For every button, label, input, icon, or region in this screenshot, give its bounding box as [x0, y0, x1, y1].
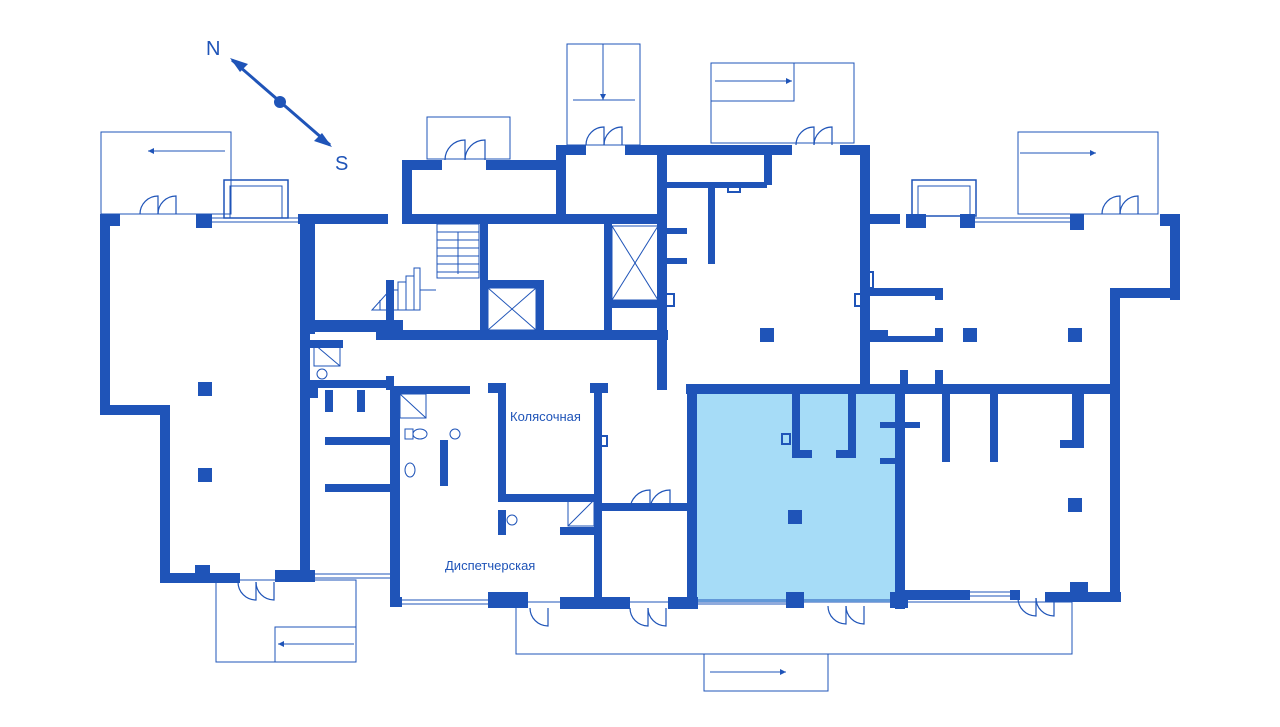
columns	[195, 328, 1082, 580]
shaft-cross-icon	[487, 225, 659, 331]
toilet-icon	[404, 462, 416, 478]
windows	[212, 217, 1070, 605]
sink-icon	[506, 514, 518, 526]
column-icon	[788, 510, 802, 524]
stairs-icon	[370, 223, 480, 311]
column-icon	[760, 328, 774, 342]
column-icon	[198, 382, 212, 396]
column-icon	[1068, 498, 1082, 512]
column-icon	[963, 328, 977, 342]
column-icon	[195, 565, 210, 580]
sink-icon	[449, 428, 461, 440]
room-label-stroller: Колясочная	[510, 409, 581, 424]
terraces	[100, 43, 1159, 692]
door-swing-icon	[444, 139, 466, 161]
shower-icon	[567, 499, 595, 527]
toilet-icon	[412, 428, 428, 440]
column-icon	[198, 468, 212, 482]
walls	[100, 145, 1180, 609]
sink-icon	[316, 368, 328, 380]
doors	[139, 126, 1139, 627]
column-icon	[1068, 328, 1082, 342]
compass-south-label: S	[335, 153, 348, 175]
room-label-dispatch: Диспетчерская	[445, 558, 535, 573]
sanitary	[313, 343, 595, 527]
shower-icon	[399, 393, 427, 419]
door-swing-icon	[139, 195, 159, 215]
compass: N S	[206, 38, 348, 175]
wall-details	[598, 185, 874, 447]
compass-north-label: N	[206, 38, 220, 60]
shower-icon	[313, 343, 341, 367]
